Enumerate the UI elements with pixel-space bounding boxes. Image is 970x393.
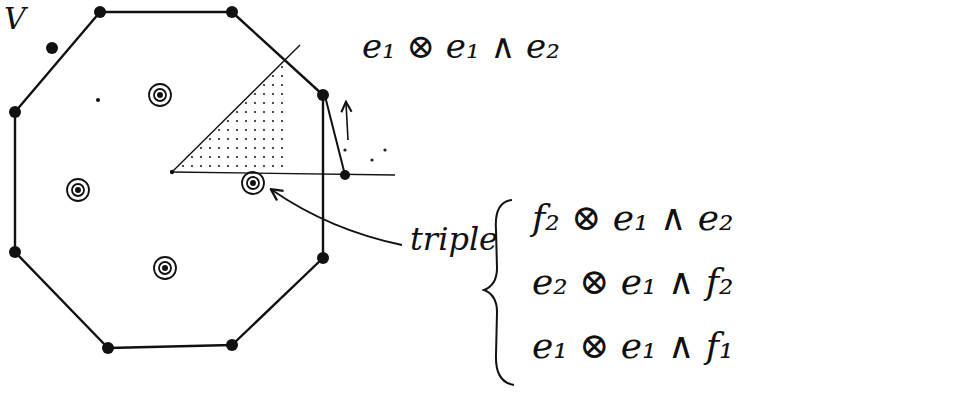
triple-label: triple [410, 222, 498, 257]
vertex-dots [9, 6, 329, 354]
leader-line [326, 100, 345, 175]
cone-ray [172, 45, 300, 172]
tensor-label: e₂ ⊗ e₁ ∧ f₂ [532, 262, 734, 302]
cone-dot [370, 158, 373, 161]
tensor-label: e₁ ⊗ e₁ ∧ f₁ [532, 326, 734, 366]
tensor-label: f₂ ⊗ e₁ ∧ e₂ [532, 198, 734, 238]
tensor-label: e₁ ⊗ e₁ ∧ e₂ [362, 28, 560, 65]
cone-dot [383, 148, 386, 151]
circled-points [67, 84, 264, 279]
arrow [346, 103, 348, 140]
pointer-arrow [272, 190, 402, 245]
octagon-outline [15, 12, 323, 348]
corner-mark: V [4, 2, 26, 35]
cone-ray [172, 172, 395, 175]
lattice-dots [75, 92, 256, 271]
cone-dot [343, 148, 346, 151]
